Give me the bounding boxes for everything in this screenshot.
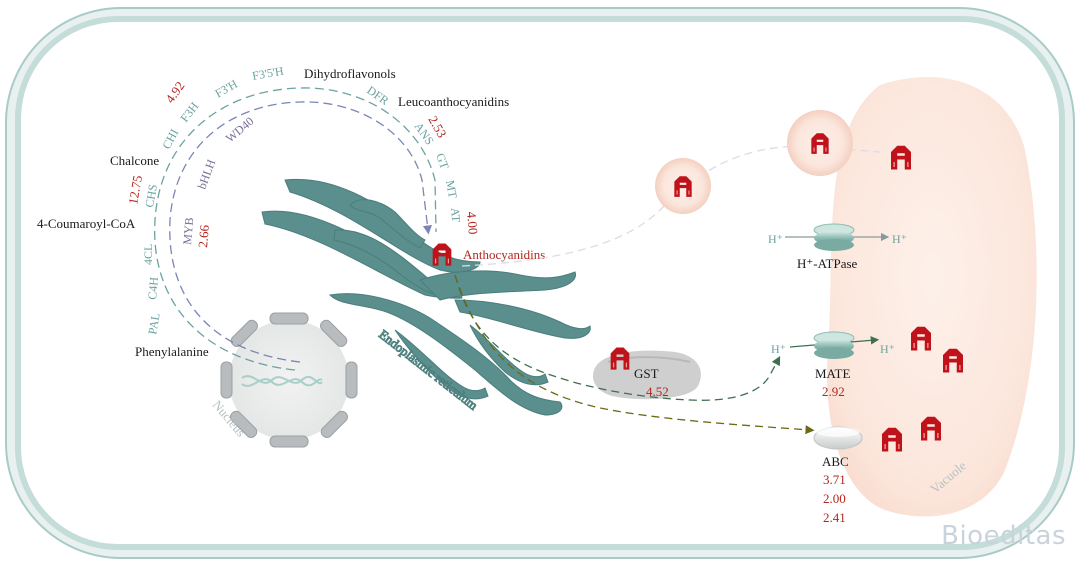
enzyme-gt: GT [433, 151, 452, 171]
value-abc-1: 3.71 [823, 472, 846, 487]
enzyme-pal: PAL [145, 312, 163, 336]
phenylalanine-label: Phenylalanine [135, 344, 209, 359]
watermark: Bioeditas [941, 521, 1066, 551]
mate-label: MATE [815, 366, 850, 381]
mate-h-right: H⁺ [880, 342, 895, 356]
value-gst: 4.52 [646, 384, 669, 399]
abc-label: ABC [822, 454, 849, 469]
enzyme-at: AT [448, 207, 463, 223]
regulator-myb: MYB [180, 217, 196, 245]
nucleus: Nucleus [210, 312, 358, 448]
enzyme-c4h: C4H [145, 276, 161, 300]
coumaroyl-coa-label: 4-Coumaroyl-CoA [37, 216, 136, 231]
enzyme-chs: CHS [142, 183, 160, 208]
chalcone-label: Chalcone [110, 153, 159, 168]
gst-label: GST [634, 366, 659, 381]
anthocyanidins-label: Anthocyanidins [463, 247, 545, 262]
mate-transporter: H⁺ H⁺ MATE 2.92 [771, 326, 963, 399]
enzyme-f3prime5prime-h: F3'5'H [251, 64, 285, 83]
value-chs: 12.75 [125, 174, 145, 205]
value-myb: 2.66 [195, 224, 212, 248]
atpase-h-right: H⁺ [892, 232, 907, 246]
value-at: 4.00 [464, 211, 481, 235]
value-abc-2: 2.00 [823, 491, 846, 506]
vesicle-transport [461, 110, 911, 267]
enzyme-mt: MT [443, 179, 460, 200]
transport-arrows [454, 274, 815, 435]
value-abc-3: 2.41 [823, 510, 846, 525]
biosynthesis-arc [154, 87, 437, 371]
h-atpase-pump: H⁺ H⁺ H⁺-ATPase [768, 223, 907, 271]
dna-icon [241, 375, 323, 387]
atpase-h-left: H⁺ [768, 232, 783, 246]
enzyme-4cl: 4CL [141, 244, 155, 265]
atpase-label: H⁺-ATPase [797, 256, 858, 271]
endoplasmic-reticulum: Endoplasmic reticulum [261, 178, 591, 416]
gst-transporter: GST 4.52 [592, 347, 701, 400]
mate-h-left: H⁺ [771, 342, 786, 356]
abc-transporter: ABC 3.71 2.00 2.41 [813, 416, 941, 525]
dihydroflavonols-label: Dihydroflavonols [304, 66, 396, 81]
leucoanthocyanidins-label: Leucoanthocyanidins [398, 94, 509, 109]
value-mate: 2.92 [822, 384, 845, 399]
vacuole: Vacuole [827, 76, 1037, 517]
